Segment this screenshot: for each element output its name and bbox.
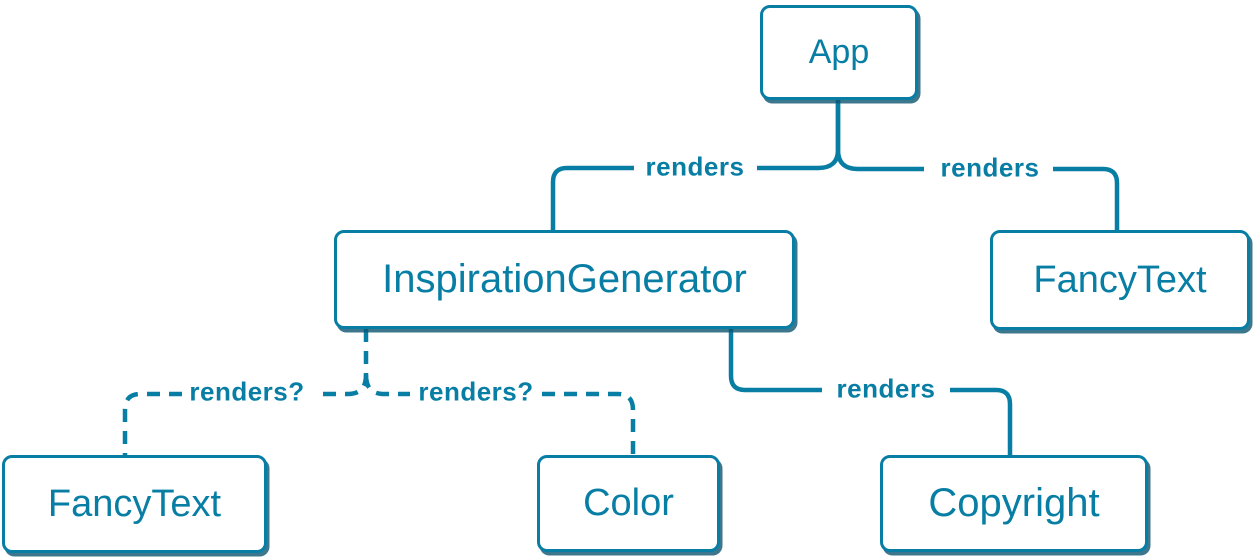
node-copyright: Copyright <box>880 455 1148 552</box>
node-app: App <box>760 5 918 100</box>
edge-label-renders-copyright: renders <box>836 373 936 404</box>
node-color: Color <box>537 455 720 552</box>
node-fancy-text-bottom-label: FancyText <box>47 482 222 525</box>
edge-app-fancytext <box>835 100 1120 230</box>
node-fancy-text-top: FancyText <box>990 230 1250 330</box>
node-inspiration-generator-label: InspirationGenerator <box>382 257 747 301</box>
node-copyright-label: Copyright <box>928 481 1100 525</box>
node-color-label: Color <box>583 482 674 524</box>
node-fancy-text-bottom: FancyText <box>2 455 267 553</box>
node-fancy-text-top-label: FancyText <box>1033 258 1207 301</box>
edge-inspirationgenerator-copyright <box>728 329 1013 455</box>
node-app-label: App <box>808 33 870 71</box>
edge-inspirationgenerator-color <box>363 374 636 455</box>
edge-label-renders-maybe-left: renders? <box>189 376 305 407</box>
node-inspiration-generator: InspirationGenerator <box>334 230 795 329</box>
edge-label-renders-left: renders <box>645 151 745 182</box>
edge-label-renders-maybe-right: renders? <box>418 376 534 407</box>
edge-label-renders-right: renders <box>940 152 1040 183</box>
